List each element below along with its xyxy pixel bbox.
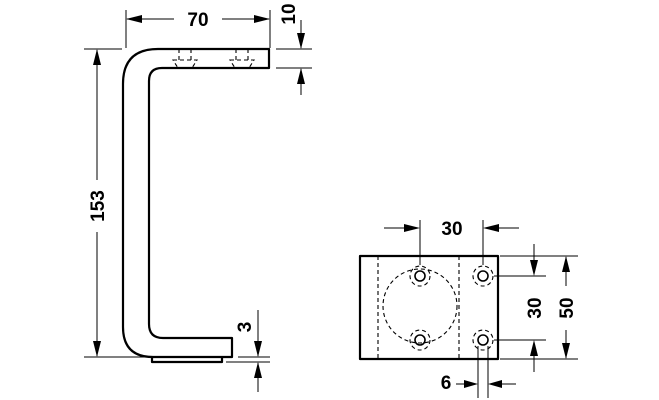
plate-view: 30 30 50: [358, 219, 578, 398]
hole-spacing-horizontal-dimension: 30: [384, 219, 519, 265]
height-dimension: 153: [84, 48, 150, 358]
hole-top-right: [472, 265, 494, 287]
screw-right: [229, 49, 255, 69]
foot-gap-dimension: 3: [226, 310, 270, 392]
plate-height-dimension: 50: [500, 255, 578, 360]
side-view: 70 10 153: [84, 3, 312, 392]
top-thickness-dimension: 10: [276, 3, 312, 95]
hole-offset-label: 6: [441, 373, 452, 394]
foot-gap-dim-label: 3: [235, 322, 256, 333]
hole-bottom-right: [472, 329, 494, 351]
plate-height-label: 50: [557, 297, 578, 318]
plate-outline: [358, 254, 500, 361]
bracket-outline: [121, 47, 271, 359]
hole-offset-dimension: 6: [441, 346, 516, 398]
width-dimension: 70: [125, 10, 271, 48]
top-thickness-dim-label: 10: [279, 3, 300, 24]
hole-spacing-vertical-label: 30: [525, 297, 546, 318]
screw-left: [172, 49, 198, 69]
height-dim-label: 153: [88, 190, 109, 222]
hole-bottom-left: [409, 329, 431, 351]
hole-top-left: [409, 265, 431, 287]
width-dim-label: 70: [187, 10, 208, 31]
hole-spacing-horizontal-label: 30: [441, 219, 462, 240]
foot-pad: [150, 357, 224, 364]
hole-spacing-vertical-dimension: 30: [494, 244, 546, 372]
